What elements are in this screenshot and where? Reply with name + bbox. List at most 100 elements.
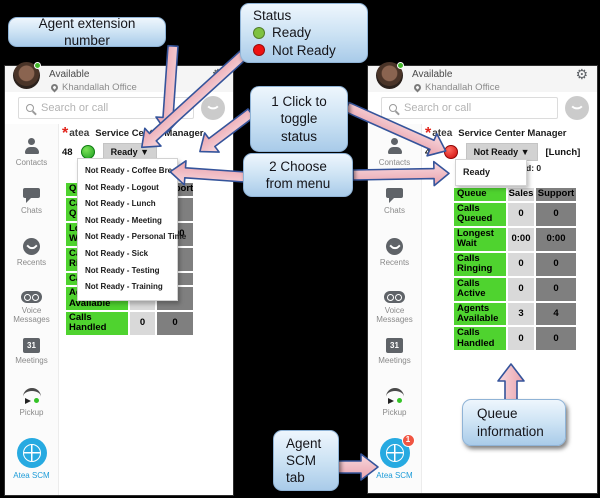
header-info: Available Khandallah Office [412, 69, 500, 93]
voicemail-icon [384, 291, 405, 303]
queue-table-value: 0:00 [508, 227, 534, 251]
obscured-text: d: 0 [526, 163, 542, 173]
queue-table-value: 0 [130, 311, 155, 335]
sidebar-item-voicemail[interactable]: Voice Messages [368, 288, 421, 338]
sidebar-item-atea-scm[interactable]: Atea SCM [5, 438, 58, 488]
search-placeholder: Search or call [404, 102, 472, 114]
meetings-icon: 31 [23, 338, 40, 353]
app-header: Available Khandallah Office ⚙ [368, 62, 597, 93]
queue-table-header: Sales [508, 188, 534, 201]
status-menu-item[interactable]: Not Ready - Sick [85, 248, 149, 258]
arrow-toggle-to-right-button [344, 101, 447, 157]
ready-dot-icon [253, 27, 265, 39]
pickup-icon [22, 388, 42, 405]
queue-table-row-label: Calls Queued [454, 203, 506, 226]
sidebar-item-contacts[interactable]: Contacts [368, 138, 421, 188]
status-menu-item[interactable]: Not Ready - Training [85, 282, 163, 292]
location-text: Khandallah Office [62, 82, 137, 93]
queue-table-row-label: Calls Ringing [454, 252, 506, 276]
callout-agent-scm-tab: Agent SCM tab [273, 430, 339, 491]
queue-table-value: 0 [536, 277, 576, 301]
sidebar-item-recents[interactable]: Recents [5, 238, 58, 288]
sidebar-item-label: Voice Messages [13, 306, 50, 325]
queue-table-value: 0 [536, 327, 576, 351]
pickup-icon [385, 388, 405, 405]
search-icon [26, 104, 34, 112]
location-text: Khandallah Office [425, 82, 500, 93]
status-menu: Ready [455, 159, 527, 186]
search-placeholder: Search or call [41, 102, 109, 114]
sidebar-item-label: Pickup [382, 408, 407, 417]
queue-table-value: 0:00 [536, 227, 576, 251]
queue-table-row-label: Calls Handled [454, 327, 506, 351]
queue-table-value: 0 [508, 327, 534, 351]
queue-table-value: 0 [157, 311, 193, 335]
gear-icon[interactable]: ⚙ [575, 67, 588, 83]
atea-brand-text: atea [432, 128, 453, 139]
status-menu-item[interactable]: Ready [463, 167, 491, 177]
sidebar-item-label: Recents [16, 258, 47, 267]
arrow-choose-to-left-menu [169, 160, 247, 186]
presence-status-text: Available [49, 69, 90, 80]
queue-table-value: 0 [536, 252, 576, 276]
scm-title: Service Center Manager [458, 128, 567, 139]
call-button[interactable] [201, 96, 225, 120]
queue-table-row-label: Agents Available [454, 302, 506, 326]
search-input[interactable]: Search or call [18, 97, 194, 119]
ready-label: Ready [272, 25, 312, 41]
queue-table-value: 0 [508, 203, 534, 226]
voicemail-icon [21, 291, 42, 303]
sidebar-item-recents[interactable]: Recents [368, 238, 421, 288]
queue-table-value: 0 [508, 277, 534, 301]
not-ready-reason: [Lunch] [545, 146, 581, 158]
queue-table-value: 0 [536, 203, 576, 226]
not-ready-dot-icon [253, 44, 265, 57]
sidebar-item-label: Contacts [378, 158, 411, 167]
avatar[interactable] [13, 62, 41, 89]
sidebar-item-label: Contacts [15, 158, 48, 167]
arrow-toggle-to-left-button [199, 108, 255, 153]
status-menu-item[interactable]: Not Ready - Coffee Break [85, 166, 182, 175]
chats-icon [23, 188, 40, 203]
sidebar-item-contacts[interactable]: Contacts [5, 138, 58, 188]
sidebar-item-label: Atea SCM [376, 471, 413, 480]
atea-brand-text: atea [69, 128, 90, 139]
status-menu-item[interactable]: Not Ready - Personal Time [85, 232, 187, 242]
sidebar-item-pickup[interactable]: Pickup [5, 388, 58, 438]
sidebar-item-chats[interactable]: Chats [5, 188, 58, 238]
sidebar-item-voicemail[interactable]: Voice Messages [5, 288, 58, 338]
sidebar-item-label: Meetings [378, 356, 411, 365]
queue-table-row-label: Longest Wait [454, 227, 506, 251]
status-menu-item[interactable]: Not Ready - Logout [85, 182, 159, 192]
queue-table-row-label: Calls Handled [66, 311, 128, 335]
header-info: Available Khandallah Office [49, 69, 137, 93]
app-header: Available Khandallah Office ⚙ [5, 62, 233, 93]
status-menu-item[interactable]: Not Ready - Testing [85, 265, 160, 275]
status-menu-item[interactable]: Not Ready - Meeting [85, 215, 162, 225]
atea-logo: * atea [62, 126, 90, 142]
sidebar-item-label: Recents [379, 258, 410, 267]
sidebar-item-chats[interactable]: Chats [368, 188, 421, 238]
call-button[interactable] [565, 96, 589, 120]
location-pin-icon [412, 82, 423, 93]
queue-table-value: 4 [536, 302, 576, 326]
avatar[interactable] [376, 62, 404, 89]
meetings-icon: 31 [386, 338, 403, 353]
sidebar-item-label: Meetings [15, 356, 48, 365]
callout-click-toggle: 1 Click to toggle status [250, 86, 348, 152]
arrow-queue-info-up [497, 363, 525, 403]
softphone-window-left: Available Khandallah Office ⚙ Search or … [5, 62, 233, 495]
sidebar-item-pickup[interactable]: Pickup [368, 388, 421, 438]
search-input[interactable]: Search or call [381, 97, 558, 119]
recents-icon [386, 238, 403, 255]
queue-table-row-label: Calls Active [454, 277, 506, 301]
not-ready-label: Not Ready [272, 42, 336, 58]
status-menu-item[interactable]: Not Ready - Lunch [85, 199, 156, 209]
search-row: Search or call [5, 92, 233, 124]
